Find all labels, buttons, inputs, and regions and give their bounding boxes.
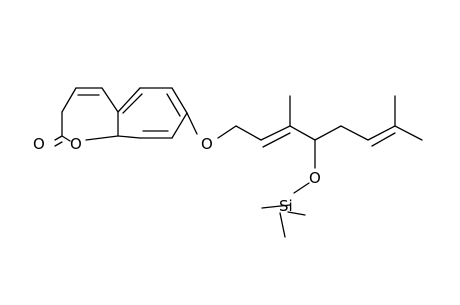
bond-lines <box>54 87 423 238</box>
bond <box>122 93 143 114</box>
bond <box>85 135 119 141</box>
bond <box>171 87 188 114</box>
bond <box>367 125 396 141</box>
bond <box>262 132 291 148</box>
bond <box>371 132 396 147</box>
silyl-ether-oxygen-label: O <box>309 169 321 187</box>
bond <box>54 135 63 141</box>
bond <box>117 87 141 113</box>
bond <box>61 87 77 113</box>
bond <box>217 125 237 139</box>
bond <box>260 125 291 141</box>
bond <box>287 211 306 216</box>
bond <box>340 125 369 141</box>
bond <box>186 112 198 135</box>
bond <box>117 135 141 139</box>
silicon-label: Si <box>279 197 293 215</box>
atom-labels: O O O O Si <box>33 135 321 215</box>
bond <box>314 125 342 141</box>
ring-oxygen-label: O <box>70 135 82 153</box>
bond <box>293 182 310 194</box>
bond <box>166 93 181 117</box>
ether-oxygen-label: O <box>201 135 213 153</box>
bond <box>54 141 63 147</box>
bond <box>279 212 286 238</box>
carbonyl-oxygen-label: O <box>33 135 45 153</box>
bond <box>61 135 71 142</box>
bond <box>235 125 262 141</box>
bond <box>101 87 119 113</box>
bond <box>171 112 188 139</box>
bond <box>261 204 291 209</box>
bond <box>289 125 316 141</box>
bond <box>394 125 423 141</box>
